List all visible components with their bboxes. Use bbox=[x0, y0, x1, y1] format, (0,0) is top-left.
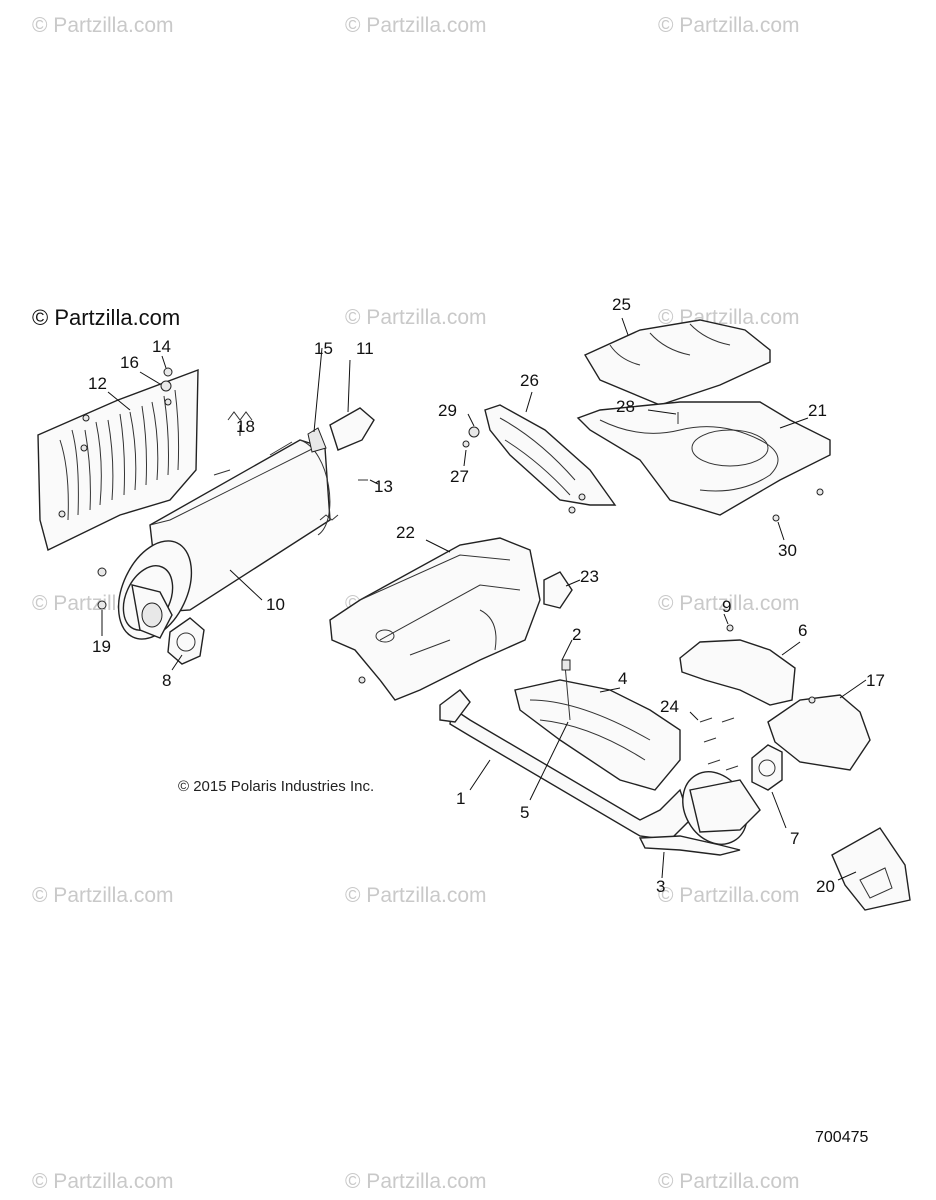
watermark: © Partzilla.com bbox=[345, 1170, 487, 1193]
callout-26: 26 bbox=[520, 371, 539, 390]
callout-30: 30 bbox=[778, 541, 797, 560]
callout-8: 8 bbox=[162, 671, 172, 690]
callout-18: 18 bbox=[236, 417, 255, 436]
callout-22: 22 bbox=[396, 523, 415, 542]
heat-shield-upper bbox=[583, 319, 771, 406]
watermark: © Partzilla.com bbox=[345, 306, 487, 329]
callout-27: 27 bbox=[450, 467, 469, 486]
document-number: 700475 bbox=[815, 1129, 869, 1146]
callout-12: 12 bbox=[88, 374, 107, 393]
callout-10: 10 bbox=[266, 595, 285, 614]
callout-29: 29 bbox=[438, 401, 457, 420]
exhaust-pipe bbox=[439, 659, 761, 856]
callout-14: 14 bbox=[152, 337, 171, 356]
heat-shield-side bbox=[484, 404, 617, 506]
callout-23: 23 bbox=[580, 567, 599, 586]
watermark: © Partzilla.com bbox=[658, 592, 800, 615]
heat-shield-rear bbox=[576, 401, 831, 522]
watermark: © Partzilla.com bbox=[32, 14, 174, 37]
callout-19: 19 bbox=[92, 637, 111, 656]
callout-24: 24 bbox=[660, 697, 679, 716]
watermark: © Partzilla.com bbox=[658, 884, 800, 907]
callout-21: 21 bbox=[808, 401, 827, 420]
callout-11: 11 bbox=[356, 339, 374, 358]
callout-13: 13 bbox=[374, 477, 393, 496]
partzilla-copyright: © Partzilla.com bbox=[32, 305, 181, 330]
callout-3: 3 bbox=[656, 877, 666, 896]
callout-15-16: 16 bbox=[120, 353, 139, 372]
heat-shield-left bbox=[37, 368, 199, 552]
callout-7: 7 bbox=[790, 829, 800, 848]
callout-25: 25 bbox=[612, 295, 631, 314]
watermark: © Partzilla.com bbox=[658, 14, 800, 37]
polaris-copyright: © 2015 Polaris Industries Inc. bbox=[178, 778, 375, 795]
callout-5: 5 bbox=[520, 803, 530, 822]
heat-shield-center bbox=[329, 537, 541, 701]
muffler bbox=[117, 439, 331, 640]
callout-2: 2 bbox=[572, 625, 582, 644]
watermark: © Partzilla.com bbox=[658, 1170, 800, 1193]
watermark: © Partzilla.com bbox=[32, 884, 174, 907]
watermark: © Partzilla.com bbox=[345, 884, 487, 907]
callout-9: 9 bbox=[722, 597, 732, 616]
callout-17: 17 bbox=[866, 671, 885, 690]
callout-4: 4 bbox=[618, 669, 628, 688]
callout-1: 1 bbox=[456, 789, 466, 808]
leader-lines bbox=[101, 317, 867, 881]
watermark: © Partzilla.com bbox=[32, 1170, 174, 1193]
watermark: © Partzilla.com bbox=[345, 14, 487, 37]
callout-20: 20 bbox=[816, 877, 835, 896]
callout-15: 15 bbox=[314, 339, 333, 358]
callout-28: 28 bbox=[616, 397, 635, 416]
callout-6: 6 bbox=[798, 621, 808, 640]
